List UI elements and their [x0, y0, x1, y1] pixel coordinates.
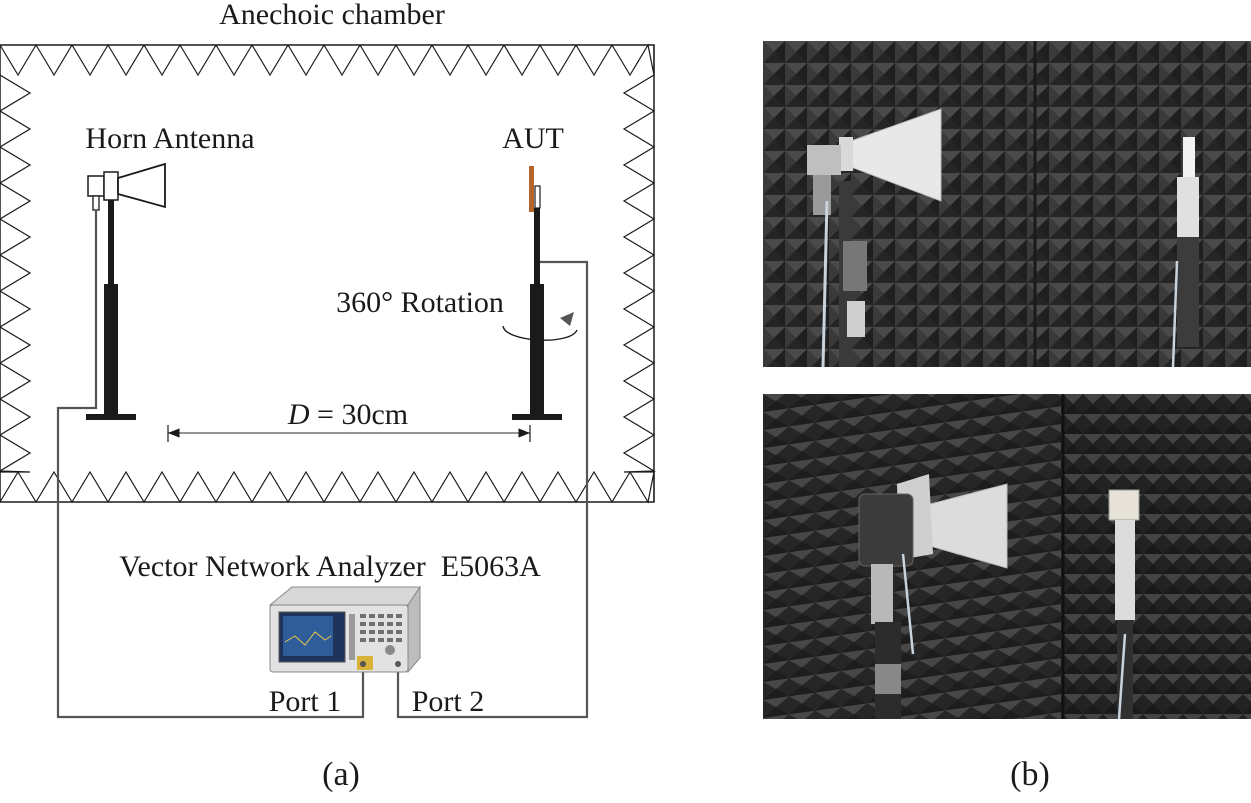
- aut-label: AUT: [502, 122, 564, 155]
- horn-antenna: [86, 162, 166, 420]
- caption-b: (b): [1010, 756, 1050, 793]
- absorber-top: [0, 43, 655, 77]
- absorber-right: [622, 74, 657, 473]
- horn-antenna-label: Horn Antenna: [85, 122, 254, 155]
- chamber-outline: [0, 44, 655, 503]
- photo-top-horn-and-aut: [763, 41, 1251, 367]
- absorber-bottom: [0, 470, 655, 504]
- vna-label: Vector Network Analyzer E5063A: [119, 550, 541, 583]
- rotation-arrow-icon: [502, 325, 578, 341]
- vna-instrument: [268, 585, 421, 674]
- photo-bottom-horn-closeup: [763, 394, 1251, 719]
- port2-label: Port 2: [412, 685, 485, 718]
- chamber-label: Anechoic chamber: [219, 0, 445, 31]
- cable-port1: [56, 210, 365, 719]
- measurement-setup-diagram: Anechoic chamber Horn Antenna AUT 360° R…: [0, 0, 657, 719]
- cable-port2: [396, 260, 589, 719]
- absorber-left: [0, 74, 32, 473]
- rotation-label: 360° Rotation: [336, 286, 504, 319]
- caption-a: (a): [322, 756, 360, 793]
- distance-label: D = 30cm: [287, 398, 408, 431]
- port1-label: Port 1: [269, 685, 342, 718]
- aut-antenna: [512, 166, 562, 420]
